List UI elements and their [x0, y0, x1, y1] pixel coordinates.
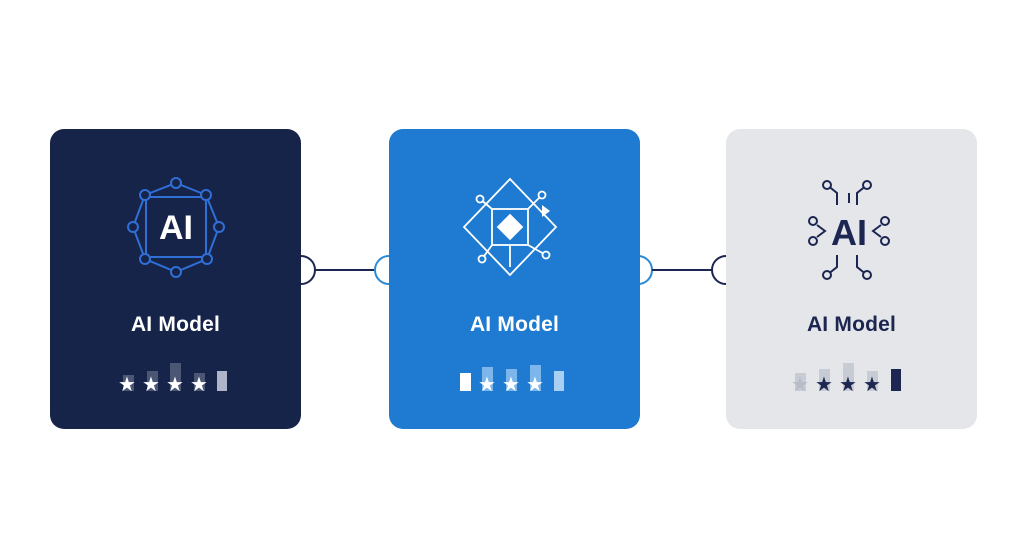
card-ai-model-2[interactable]: AI Model ★ ★ ★	[389, 129, 640, 429]
rating-bar	[459, 373, 471, 391]
connector-port-right-1	[374, 255, 390, 285]
connector-port-right-2	[711, 255, 727, 285]
rating-bar	[553, 371, 564, 391]
connector-port-left-1	[300, 255, 316, 285]
star-icon: ★	[526, 372, 544, 395]
rating-stars: ★ ★ ★ ★	[111, 359, 241, 395]
star-icon: ★	[815, 372, 833, 395]
star-icon: ★	[142, 372, 160, 395]
connector-port-left-2	[637, 255, 653, 285]
card-label: AI Model	[806, 313, 897, 336]
rating-stars: ★ ★ ★ ★	[787, 359, 917, 395]
card-ai-model-1[interactable]: AI AI Model ★ ★ ★ ★	[50, 129, 301, 429]
star-icon: ★	[839, 372, 857, 395]
star-icon: ★	[118, 372, 136, 395]
rating-bar	[216, 371, 227, 391]
ai-icon-text: AI	[831, 212, 867, 253]
ai-icon-text: AI	[159, 209, 193, 247]
ai-chip-icon: AI	[797, 175, 907, 285]
diamond-circuit-icon	[460, 175, 570, 285]
star-icon: ★	[863, 372, 881, 395]
card-label: AI Model	[469, 313, 560, 336]
card-label: AI Model	[130, 313, 221, 336]
star-icon: ★	[502, 372, 520, 395]
ai-network-icon: AI	[121, 175, 231, 285]
star-icon: ★	[791, 372, 809, 395]
star-icon: ★	[478, 372, 496, 395]
rating-stars: ★ ★ ★	[450, 359, 580, 395]
star-icon: ★	[166, 372, 184, 395]
rating-bar	[890, 369, 901, 391]
star-icon: ★	[190, 372, 208, 395]
card-ai-model-3[interactable]: AI AI Model ★ ★ ★ ★	[726, 129, 977, 429]
